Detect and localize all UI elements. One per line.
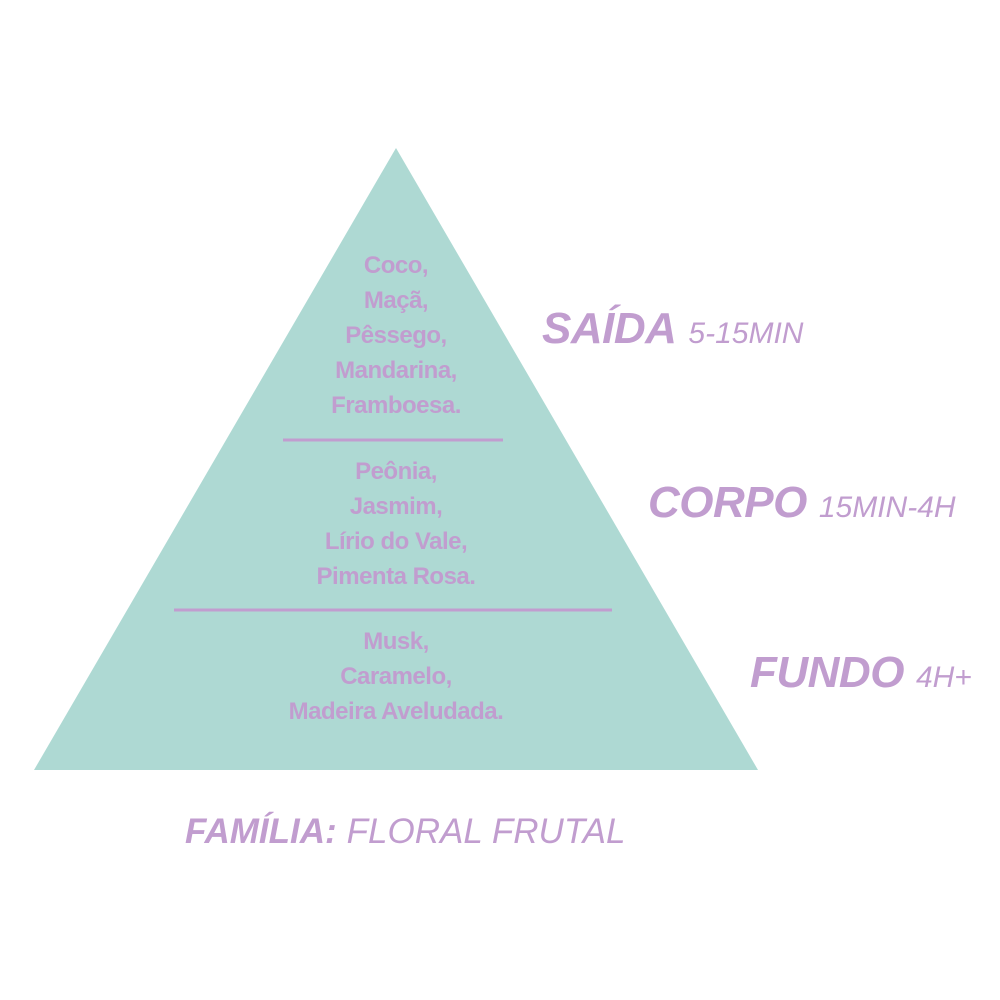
note-item: Lírio do Vale, — [324, 528, 468, 555]
note-item: Maçã, — [363, 287, 429, 314]
tier-duration: 15MIN-4H — [818, 491, 956, 524]
fragrance-family: FAMÍLIA:FLORAL FRUTAL — [185, 812, 625, 852]
tier-label-base: FUNDO 4H+ — [750, 648, 972, 698]
note-item: Pêssego, — [345, 322, 447, 349]
note-item: Caramelo, — [340, 663, 452, 690]
heart-notes-list: Peônia, Jasmim, Lírio do Vale, Pimenta R… — [246, 454, 546, 594]
note-item: Musk, — [363, 628, 429, 655]
note-item: Coco, — [363, 252, 429, 279]
note-item: Mandarina, — [335, 357, 457, 384]
tier-name: SAÍDA — [542, 304, 677, 353]
note-item: Peônia, — [355, 458, 437, 485]
tier-duration: 4H+ — [915, 661, 972, 694]
note-item: Madeira Aveludada. — [288, 698, 504, 725]
note-item: Framboesa. — [331, 392, 461, 419]
note-item: Jasmim, — [349, 493, 443, 520]
top-notes-list: Coco, Maçã, Pêssego, Mandarina, Framboes… — [246, 248, 546, 423]
tier-name: FUNDO — [750, 648, 904, 697]
tier-name: CORPO — [648, 478, 807, 527]
family-value: FLORAL FRUTAL — [346, 812, 626, 851]
note-item: Pimenta Rosa. — [316, 563, 476, 590]
pyramid-triangle — [34, 148, 758, 770]
base-notes-list: Musk, Caramelo, Madeira Aveludada. — [246, 624, 546, 729]
tier-duration: 5-15MIN — [688, 317, 804, 350]
tier-label-middle: CORPO 15MIN-4H — [648, 478, 956, 528]
family-label: FAMÍLIA: — [185, 812, 337, 851]
tier-label-top: SAÍDA 5-15MIN — [542, 304, 803, 354]
